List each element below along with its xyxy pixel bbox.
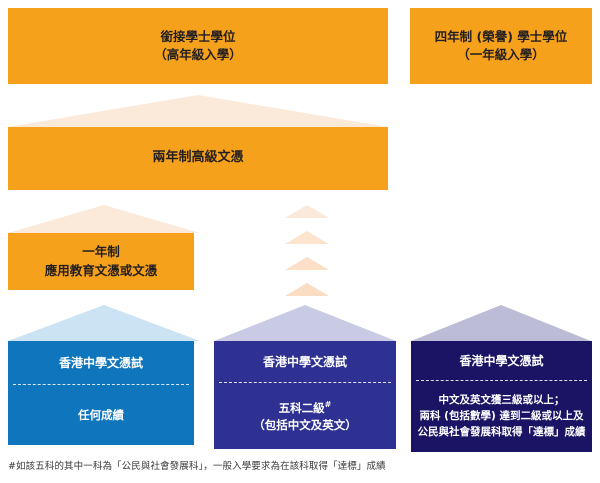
dse-five-subjects-text: 五科二級 (278, 400, 325, 415)
dse-five-subjects-detail: 五科二級# （包括中文及英文） (214, 383, 396, 449)
dse-any-result-title: 香港中學文憑試 (58, 356, 143, 370)
dse-five-subjects-detail-line-2: （包括中文及英文） (253, 417, 357, 432)
footnote-text: #如該五科的其中一科為「公民與社會發展科」，一般入學要求為在該科取得「達標」成績 (8, 461, 386, 472)
dse-any-result-box[interactable]: 香港中學文憑試 任何成績 (8, 341, 194, 445)
four-year-degree-line-1: 四年制 (榮譽) 學士學位 (434, 28, 568, 44)
dse-core-requirements-title: 香港中學文憑試 (459, 354, 544, 368)
dse-core-detail-line-2: 兩科 (包括數學) 達到二級或以上及 (419, 409, 584, 422)
dse-core-detail-line-3: 公民與社會發展科取得「達標」成績 (417, 425, 586, 438)
arrow-dse-navy-to-four-year-degree (411, 305, 591, 341)
chevron-icon-4 (285, 283, 329, 296)
top-up-degree-line-1: 銜接學士學位 (160, 28, 236, 44)
four-year-honours-degree-box[interactable]: 四年制 (榮譽) 學士學位 （一年級入學） (410, 8, 592, 84)
four-year-degree-line-2: （一年級入學） (457, 47, 545, 62)
dse-five-subjects-title: 香港中學文憑試 (262, 355, 347, 369)
arrow-applied-education-to-higher-diploma (8, 205, 200, 233)
one-year-applied-education-box[interactable]: 一年制 應用教育文憑或文憑 (8, 233, 194, 290)
dse-core-detail-line-1: 中文及英文獲三級或以上； (438, 394, 565, 407)
dse-five-subjects-detail-line-1: 五科二級# (279, 399, 332, 417)
dse-core-requirements-detail: 中文及英文獲三級或以上； 兩科 (包括數學) 達到二級或以上及 公民與社會發展科… (411, 381, 592, 452)
chevron-icon-3 (285, 257, 329, 270)
arrow-dse-indigo-upward (214, 305, 396, 341)
two-year-higher-diploma-box[interactable]: 兩年制高級文憑 (8, 127, 388, 190)
footnote-marker: # (324, 400, 332, 410)
chevron-icon-2 (285, 231, 329, 244)
arrow-dse-to-applied-education (8, 305, 200, 341)
top-up-degree-line-2: （高年級入學） (154, 47, 242, 62)
chevron-icon-1 (285, 205, 329, 218)
dse-any-result-detail: 任何成績 (8, 385, 194, 445)
applied-education-line-1: 一年制 (82, 244, 120, 260)
dse-core-requirements-box[interactable]: 香港中學文憑試 中文及英文獲三級或以上； 兩科 (包括數學) 達到二級或以上及 … (411, 341, 592, 452)
top-up-degree-box[interactable]: 銜接學士學位 （高年級入學） (8, 8, 388, 84)
dse-divider-indigo (219, 382, 391, 384)
dse-any-result-detail-line-1: 任何成績 (78, 407, 124, 422)
dse-five-subjects-box[interactable]: 香港中學文憑試 五科二級# （包括中文及英文） (214, 341, 396, 449)
arrow-higher-diploma-to-topup (8, 95, 388, 127)
dse-divider-navy (416, 380, 587, 382)
dse-divider-blue (13, 384, 189, 386)
applied-education-line-2: 應用教育文憑或文憑 (44, 262, 158, 278)
higher-diploma-label: 兩年制高級文憑 (152, 150, 244, 166)
